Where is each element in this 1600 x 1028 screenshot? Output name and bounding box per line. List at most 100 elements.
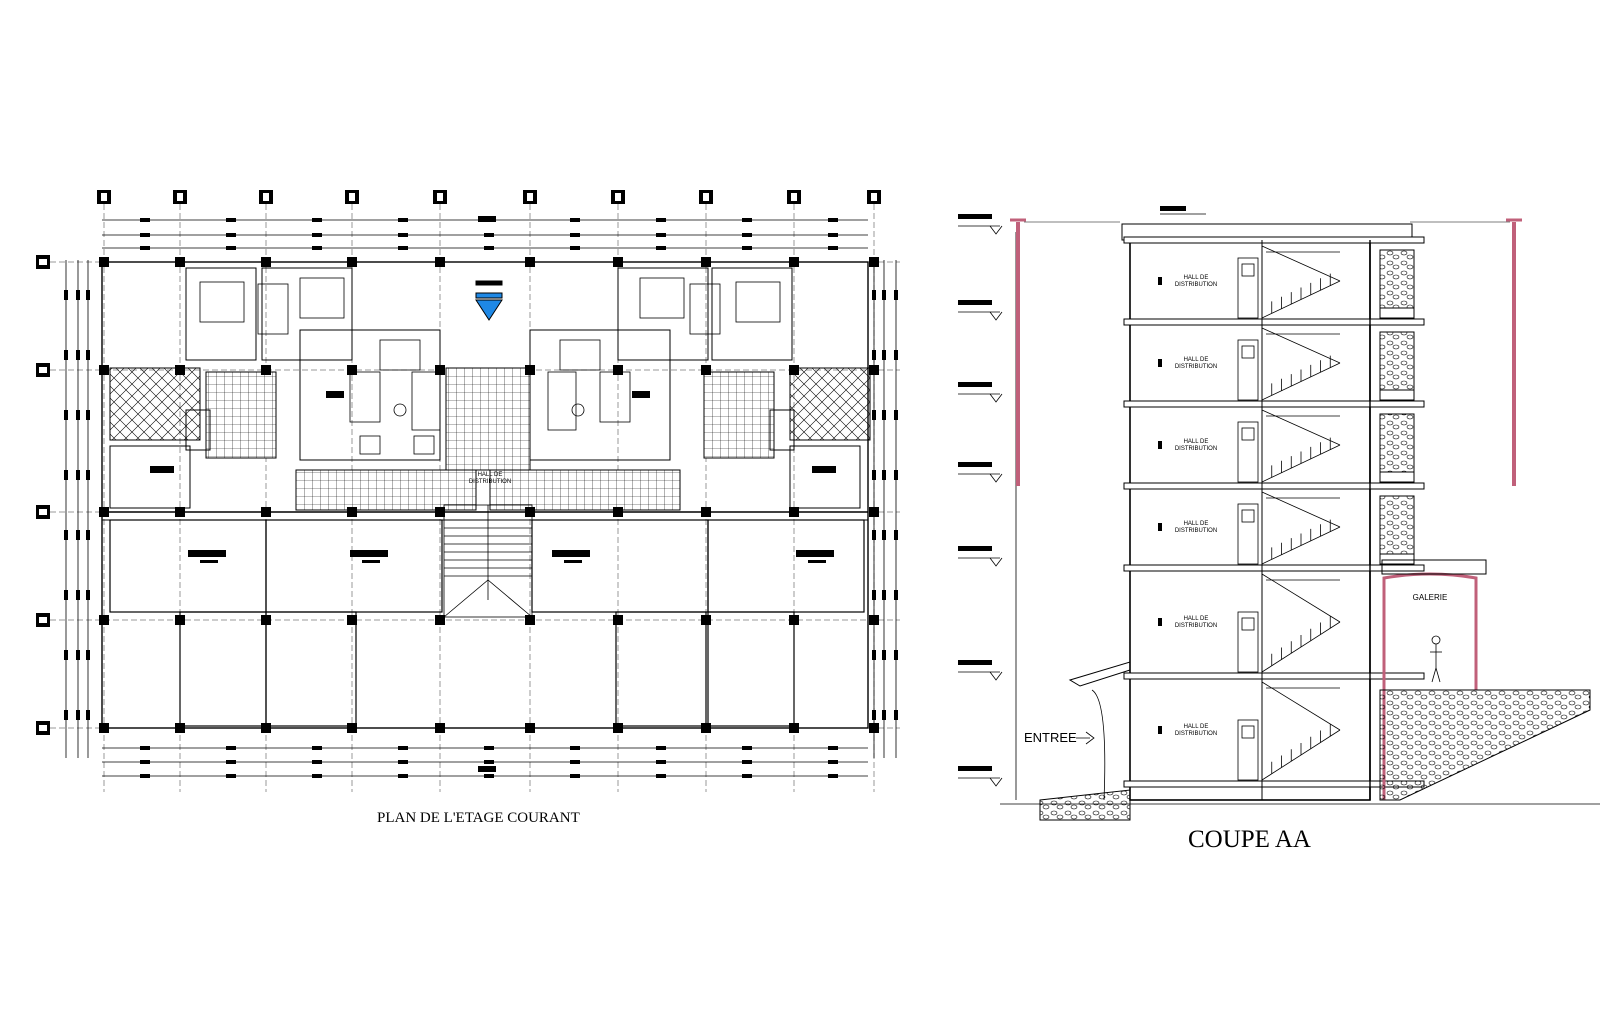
- section-title: COUPE AA: [1188, 826, 1311, 853]
- floor-slabs: [1123, 236, 1425, 800]
- door: [1237, 339, 1259, 401]
- dimension-tick: [484, 774, 494, 778]
- column: [613, 257, 623, 267]
- dimension-tick: [86, 350, 90, 360]
- level-triangle-icon: [989, 557, 1003, 567]
- column: [525, 615, 535, 625]
- dimension-tick: [64, 590, 68, 600]
- level-tag: [958, 660, 992, 665]
- dimension-tick: [656, 246, 666, 250]
- column: [525, 257, 535, 267]
- dimension-tick: [570, 774, 580, 778]
- dimension-tick: [570, 246, 580, 250]
- dimension-tick: [742, 233, 752, 237]
- dimension-tick: [86, 530, 90, 540]
- level-marker-bar: [475, 292, 503, 299]
- dimension-tick: [894, 650, 898, 660]
- central-hall-floor: [445, 367, 531, 471]
- dimension-tick: [76, 470, 80, 480]
- floor-label-line1: HALL DE: [1184, 724, 1209, 730]
- dimension-tick: [882, 290, 886, 300]
- column: [261, 365, 271, 375]
- door-glass: [1241, 263, 1255, 277]
- floor-label-line2: DISTRIBUTION: [1175, 731, 1217, 737]
- balcony-rail: [1379, 389, 1415, 401]
- plan-outline: [101, 261, 869, 729]
- dimension-tick: [828, 774, 838, 778]
- balcony: [1379, 249, 1415, 309]
- dimension-tick: [656, 760, 666, 764]
- dimension-tick: [872, 590, 876, 600]
- column: [613, 365, 623, 375]
- apartment-left: [109, 267, 477, 511]
- mark: [1158, 441, 1162, 449]
- room-label-blocks: [150, 391, 836, 563]
- dimension-tick: [312, 246, 322, 250]
- floor-label-line2: DISTRIBUTION: [1175, 282, 1217, 288]
- column: [701, 507, 711, 517]
- dimension-tick: [140, 774, 150, 778]
- column: [789, 365, 799, 375]
- dimension-tick: [872, 410, 876, 420]
- dimension-tick: [64, 650, 68, 660]
- dimension-tick: [398, 760, 408, 764]
- dimension-tick: [312, 760, 322, 764]
- level-triangle-icon: [989, 393, 1003, 403]
- terrain-left: [1039, 789, 1131, 821]
- dimension-tick: [742, 746, 752, 750]
- stair-flight: [1261, 491, 1341, 528]
- floor-slab: [1123, 780, 1425, 788]
- level-triangle-icon: [989, 225, 1003, 235]
- column: [869, 257, 879, 267]
- dimension-tick: [882, 470, 886, 480]
- balconies: [1379, 249, 1415, 565]
- section-doors: [1158, 257, 1259, 781]
- column: [613, 615, 623, 625]
- column: [347, 365, 357, 375]
- dimension-tick: [828, 746, 838, 750]
- column: [869, 615, 879, 625]
- dimension-tick: [64, 410, 68, 420]
- dimension-tick: [894, 290, 898, 300]
- floor-slab: [1123, 236, 1425, 244]
- column: [435, 723, 445, 733]
- grid-axis-markers-top: [97, 190, 881, 792]
- dimension-tick: [76, 350, 80, 360]
- level-tag: [958, 546, 992, 551]
- level-triangle-icon: [989, 473, 1003, 483]
- floor-label-line2: DISTRIBUTION: [1175, 623, 1217, 629]
- column: [789, 615, 799, 625]
- balcony-rail: [1379, 471, 1415, 483]
- dimension-tick: [894, 410, 898, 420]
- mark: [1158, 359, 1162, 367]
- floor-label-line1: HALL DE: [1184, 521, 1209, 527]
- column: [261, 257, 271, 267]
- dimension-tick: [882, 710, 886, 720]
- dimension-tick: [86, 290, 90, 300]
- level-triangle-icon: [989, 311, 1003, 321]
- dimension-tick: [140, 233, 150, 237]
- dimension-tick: [656, 233, 666, 237]
- mark: [1158, 523, 1162, 531]
- column: [175, 365, 185, 375]
- balcony-rail: [1379, 307, 1415, 319]
- door-glass: [1241, 345, 1255, 359]
- dimension-tick: [882, 650, 886, 660]
- column: [869, 507, 879, 517]
- floor-slab: [1123, 672, 1425, 680]
- column: [789, 723, 799, 733]
- column: [525, 507, 535, 517]
- column: [701, 365, 711, 375]
- column: [869, 365, 879, 375]
- column: [99, 615, 109, 625]
- dimension-tick: [398, 774, 408, 778]
- floor-label-line1: HALL DE: [1184, 439, 1209, 445]
- dimension-tick: [894, 350, 898, 360]
- stair-flight: [1261, 409, 1341, 446]
- column: [347, 507, 357, 517]
- dimension-tick: [76, 410, 80, 420]
- dimension-tick: [312, 774, 322, 778]
- column: [99, 365, 109, 375]
- dimension-tick: [894, 710, 898, 720]
- column: [701, 723, 711, 733]
